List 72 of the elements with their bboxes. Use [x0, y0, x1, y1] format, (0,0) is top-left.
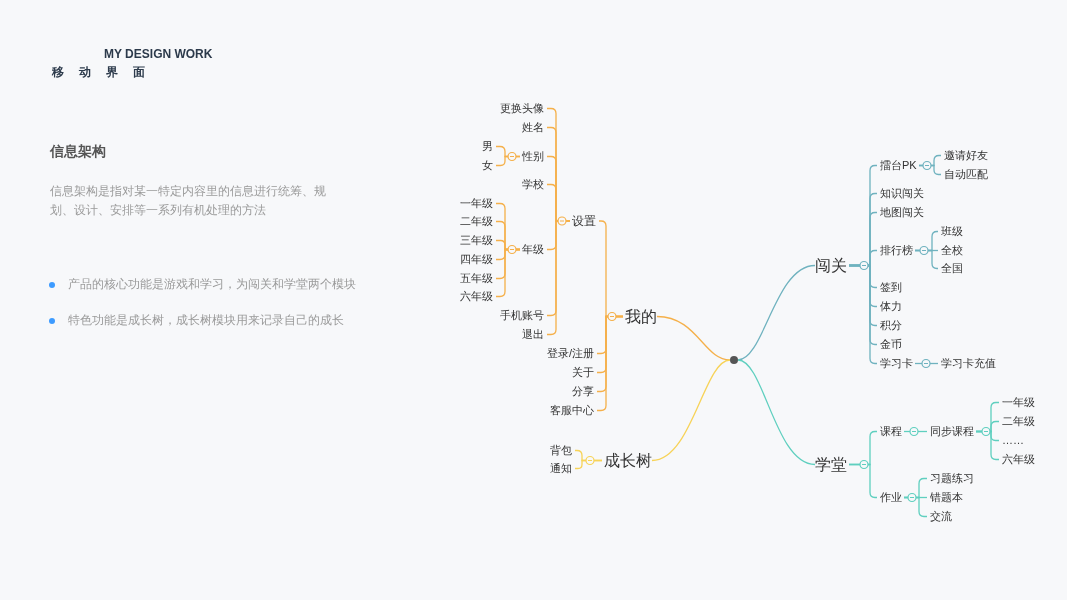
topic-label: 三年级: [460, 233, 493, 247]
bullet-text: 特色功能是成长树，成长树模块用来记录自己的成长: [68, 312, 344, 329]
topic-label: 年级: [522, 242, 544, 256]
topic-label: 金币: [880, 337, 902, 351]
connector-line: [903, 430, 928, 433]
topic-label: 客服中心: [550, 403, 594, 417]
section-heading: 信息架构: [50, 143, 106, 161]
connector-line: [495, 155, 521, 167]
connector-line: [914, 249, 939, 270]
connector-line: [574, 459, 603, 470]
connector-line: [596, 315, 624, 412]
subtitle: 移动界面: [52, 64, 160, 81]
topic-label: 错题本: [930, 490, 963, 504]
connector-line: [495, 248, 521, 298]
topic-label: 班级: [941, 224, 963, 238]
topic-label: 六年级: [1002, 452, 1035, 466]
topic-label: 设置: [572, 214, 596, 229]
topic-label: 二年级: [1002, 414, 1035, 428]
topic-label: 课程: [880, 424, 902, 438]
topic-label: 自动匹配: [944, 167, 988, 181]
topic-label: 擂台PK: [880, 158, 917, 172]
topic-label: 积分: [880, 318, 902, 332]
branch-label: 成长树: [604, 450, 652, 470]
topic-label: 体力: [880, 299, 902, 313]
topic-label: 性别: [522, 149, 544, 163]
topic-label: 姓名: [522, 120, 544, 134]
topic-label: 知识闯关: [880, 186, 924, 200]
topic-label: 交流: [930, 509, 952, 523]
topic-label: 全校: [941, 243, 963, 257]
topic-label: 一年级: [460, 196, 493, 210]
topic-label: 四年级: [460, 252, 493, 266]
connector-line: [651, 359, 731, 462]
topic-label: 男: [482, 139, 493, 153]
topic-label: 一年级: [1002, 395, 1035, 409]
connector-line: [914, 362, 939, 365]
topic-label: 分享: [572, 384, 594, 398]
topic-label: 作业: [880, 490, 902, 504]
connector-line: [918, 164, 942, 176]
connector-line: [903, 496, 928, 518]
connector-line: [975, 430, 1000, 461]
topic-label: 退出: [522, 327, 544, 341]
topic-label: 学习卡: [880, 356, 913, 370]
topic-label: 邀请好友: [944, 148, 988, 162]
topic-label: 女: [482, 158, 493, 172]
topic-label: 背包: [550, 443, 572, 457]
topic-label: 同步课程: [930, 424, 974, 438]
topic-label: 学校: [522, 177, 544, 191]
topic-label: 排行榜: [880, 243, 913, 257]
topic-label: ……: [1002, 433, 1024, 447]
topic-label: 全国: [941, 261, 963, 275]
hub-dot: [730, 356, 738, 364]
topic-label: 手机账号: [500, 308, 544, 322]
topic-label: 关于: [572, 365, 594, 379]
topic-label: 五年级: [460, 271, 493, 285]
topic-label: 地图闯关: [880, 205, 924, 219]
connector-line: [737, 264, 816, 361]
topic-label: 登录/注册: [547, 346, 595, 360]
topic-label: 通知: [550, 461, 572, 475]
topic-label: 签到: [880, 280, 902, 294]
branch-label: 我的: [625, 306, 657, 326]
topic-label: 学习卡充值: [941, 356, 996, 370]
description-text: 信息架构是指对某一特定内容里的信息进行统筹、规划、设计、安排等一系列有机处理的方法: [50, 183, 327, 219]
branch-label: 学堂: [815, 454, 847, 474]
topic-label: 六年级: [460, 289, 493, 303]
branch-label: 闯关: [815, 255, 847, 275]
connector-line: [656, 315, 731, 361]
topic-label: 习题练习: [930, 471, 974, 485]
subtitle: MY DESIGN WORK: [104, 47, 213, 61]
topic-label: 更换头像: [500, 101, 544, 115]
topic-label: 二年级: [460, 214, 493, 228]
bullet-text: 产品的核心功能是游戏和学习，为闯关和学堂两个模块: [68, 276, 356, 293]
connector-line: [737, 359, 816, 466]
